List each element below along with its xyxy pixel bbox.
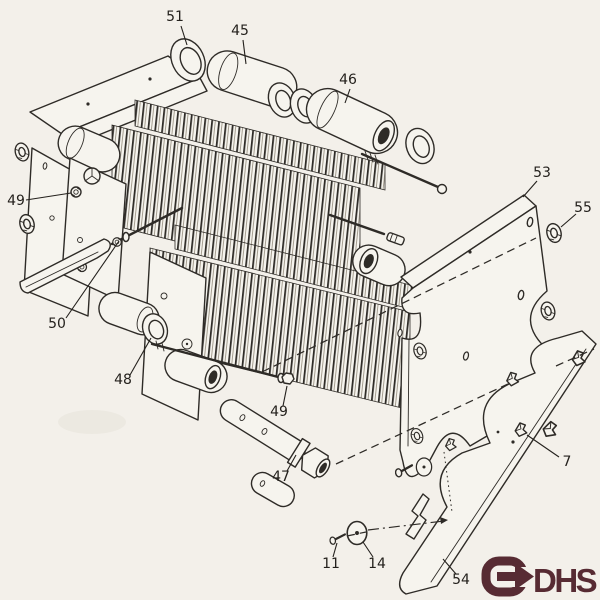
callout-45: 45 <box>231 23 249 65</box>
callout-50-label: 50 <box>48 316 66 332</box>
callout-45-label: 45 <box>231 23 249 39</box>
callout-46: 46 <box>339 72 357 104</box>
dhs-arrow-horseshoe-icon <box>481 556 538 597</box>
ring-48 <box>141 313 169 345</box>
dhs-logo: DHS <box>481 556 599 599</box>
callout-14: 14 <box>362 541 386 572</box>
bottom-tank-end <box>250 471 295 508</box>
callout-7: 7 <box>526 434 572 470</box>
nut-49 <box>70 186 82 198</box>
upper-core-back-fins <box>134 99 386 191</box>
front-tower-upper <box>61 157 127 301</box>
tie-bolt-upper <box>360 150 448 195</box>
oring-51 <box>170 38 206 82</box>
callout-11: 11 <box>322 542 340 572</box>
oring-46 <box>405 127 435 165</box>
fold-bracket <box>405 493 430 540</box>
callout-46-label: 46 <box>339 72 357 88</box>
callout-49-upper-label: 49 <box>7 193 25 209</box>
support-arm <box>19 238 111 294</box>
callout-49-lower: 49 <box>270 385 288 420</box>
tie-bolt-middle <box>328 213 405 246</box>
callout-48-label: 48 <box>114 372 132 388</box>
callout-47: 47 <box>272 454 297 485</box>
grommet-panel <box>415 457 433 477</box>
callout-49-lower-label: 49 <box>270 404 288 420</box>
callout-54: 54 <box>442 558 470 588</box>
scan-smudge <box>58 410 126 434</box>
callout-7-label: 7 <box>563 454 572 470</box>
callout-55-label: 55 <box>574 200 592 216</box>
bolt-49 <box>150 340 295 385</box>
callout-48: 48 <box>114 337 152 388</box>
callout-50: 50 <box>48 240 120 332</box>
dhs-logo-text: DHS <box>533 562 597 599</box>
callout-49-upper: 49 <box>7 192 72 209</box>
callout-11-label: 11 <box>322 556 340 572</box>
callout-54-label: 54 <box>452 572 470 588</box>
panel-54 <box>398 330 597 595</box>
callout-14-label: 14 <box>368 556 386 572</box>
assembly-axis-lines <box>261 237 595 537</box>
oring-pair <box>267 82 319 124</box>
callout-53: 53 <box>522 165 551 198</box>
callout-51-label: 51 <box>166 9 184 25</box>
callout-55: 55 <box>560 200 592 228</box>
callout-51: 51 <box>166 9 188 46</box>
tube-46 <box>305 87 399 155</box>
callout-53-label: 53 <box>533 165 551 181</box>
stud-50 <box>110 206 184 247</box>
callout-47-label: 47 <box>272 469 290 485</box>
